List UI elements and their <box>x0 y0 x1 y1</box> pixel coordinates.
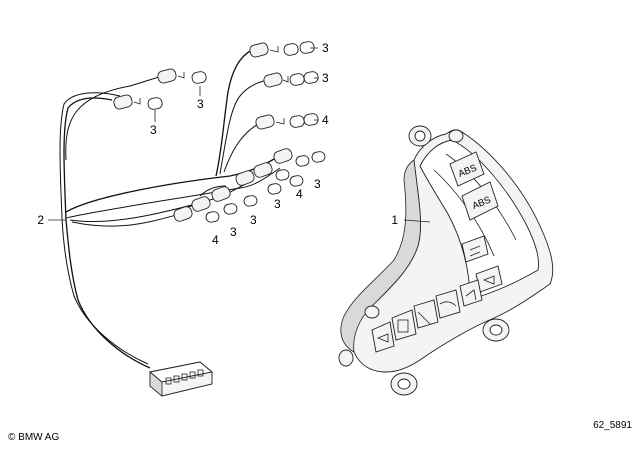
battery-symbol-icon <box>482 275 495 285</box>
leader-lines <box>48 47 431 223</box>
switch-button <box>461 235 489 263</box>
footer: © BMW AG 62_5891 <box>8 420 632 443</box>
arrow-symbol-icon <box>465 289 477 301</box>
switch-button <box>459 279 483 307</box>
callout-3: 3 <box>322 41 329 55</box>
callout-numbers: 1 2 3 3 3 3 4 3 4 3 3 4 3 <box>37 41 398 247</box>
callout-2: 2 <box>37 213 44 227</box>
callout-3: 3 <box>197 97 204 111</box>
switch-button <box>391 309 417 341</box>
switch-button <box>413 299 439 329</box>
bulb-socket <box>273 148 326 167</box>
callout-3: 3 <box>322 71 329 85</box>
callout-3: 3 <box>274 197 281 211</box>
arrow-left-icon <box>376 333 389 343</box>
line-symbol-icon <box>417 311 431 325</box>
box-symbol-icon <box>397 319 409 333</box>
oil-symbol-icon <box>439 301 457 307</box>
bulb-socket <box>253 162 290 181</box>
abs-button-bottom <box>461 181 499 221</box>
bulb-socket <box>173 206 220 223</box>
switch-button <box>371 321 395 353</box>
wiring-harness <box>59 49 281 369</box>
bulb-sockets <box>113 41 326 223</box>
bulb-socket <box>191 196 238 215</box>
callout-3: 3 <box>250 213 257 227</box>
switch-panel-housing <box>338 125 554 396</box>
callout-3: 3 <box>150 123 157 137</box>
copyright-text: © BMW AG <box>8 432 59 443</box>
bulb-socket <box>113 94 163 110</box>
bulb-socket <box>235 170 304 195</box>
callout-4: 4 <box>296 187 303 201</box>
bulb-socket <box>263 71 319 88</box>
bulb-socket <box>255 113 319 130</box>
callout-3: 3 <box>230 225 237 239</box>
bulb-socket <box>211 186 258 207</box>
callout-4: 4 <box>212 233 219 247</box>
callout-3: 3 <box>314 177 321 191</box>
harness-connector <box>148 361 214 397</box>
lamp-symbol-icon <box>469 245 481 257</box>
callout-1: 1 <box>391 213 398 227</box>
callout-4: 4 <box>322 113 329 127</box>
bulb-socket <box>249 41 315 58</box>
diagram-number: 62_5891 <box>593 420 632 431</box>
bulb-socket <box>157 68 207 84</box>
switch-button <box>435 289 461 319</box>
abs-button-top <box>449 151 485 187</box>
